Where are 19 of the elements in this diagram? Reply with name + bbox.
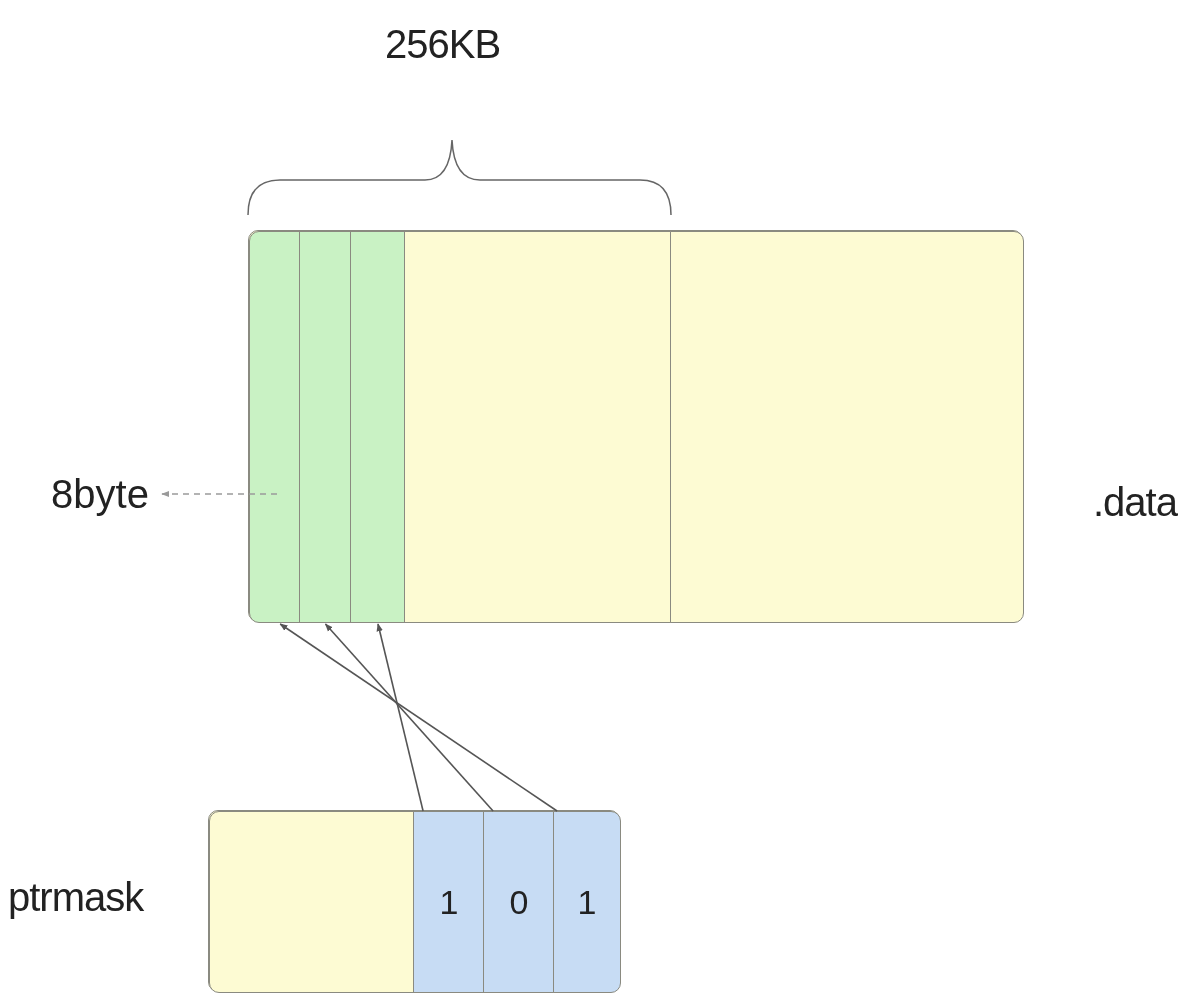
dashed-arrow (161, 490, 278, 498)
region-label: .data (1093, 480, 1177, 525)
arrow (324, 623, 494, 812)
bit-cell: 0 (483, 811, 555, 993)
memory-block (248, 230, 1023, 622)
bitmap-block (208, 810, 620, 992)
size-label: 8byte (40, 466, 160, 522)
bitmap-cell (209, 811, 415, 993)
word-cell (299, 231, 352, 623)
arrow (376, 623, 424, 812)
bitmap-label: ptrmask (8, 875, 144, 920)
bit-cell: 1 (413, 811, 485, 993)
dimension-label: 256KB (385, 22, 501, 67)
memory-cell (404, 231, 672, 623)
word-cell (249, 231, 301, 623)
bit-cell: 1 (553, 811, 621, 993)
word-cell (350, 231, 406, 623)
arrow (279, 623, 558, 812)
memory-cell (670, 231, 1024, 623)
